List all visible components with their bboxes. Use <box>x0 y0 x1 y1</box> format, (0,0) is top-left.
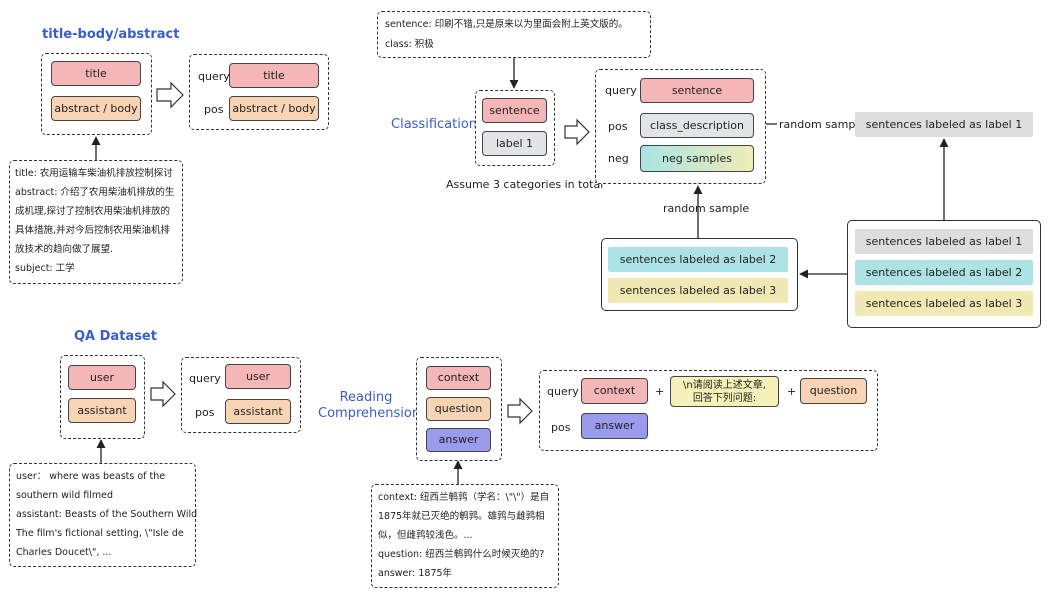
cls-neg-label: neg <box>608 152 629 165</box>
rc-example-line-1: context: 纽西兰鹌鹑（学名：\"\"）是自 <box>378 492 550 503</box>
tb-example-box <box>9 160 183 284</box>
qa-assistant-node: assistant <box>68 398 136 423</box>
tb-example-line-2: abstract: 介绍了农用柴油机排放的生 <box>15 187 175 198</box>
qa-pos-label: pos <box>195 406 215 419</box>
rc-query-label: query <box>547 385 579 398</box>
cls-example-box <box>377 11 651 58</box>
pool-label1-bar: sentences labeled as label 1 <box>855 229 1033 254</box>
rc-prompt-node: \n请阅读上述文章, 回答下列问题: <box>670 376 779 407</box>
rc-answer-node: answer <box>426 428 491 452</box>
rc-query-question-node: question <box>800 378 867 404</box>
tb-pos-abstract-node: abstract / body <box>229 96 319 121</box>
top-label1-bar: sentences labeled as label 1 <box>855 112 1033 137</box>
tb-example-line-4: 具体措施,并对今后控制农用柴油机排 <box>15 225 171 236</box>
tb-title-node: title <box>51 61 141 86</box>
rc-example-line-2: 1875年就已灭绝的鹌鹑。雄鹑与雌鹑相 <box>378 511 545 522</box>
rc-query-context-node: context <box>581 378 648 404</box>
cls-label1-node: label 1 <box>482 131 547 156</box>
qa-query-label: query <box>189 372 221 385</box>
block-arrow-rc <box>507 397 533 425</box>
qa-example-box <box>9 463 196 567</box>
rc-plus-1: + <box>655 385 665 398</box>
block-arrow-tb <box>156 81 184 109</box>
rc-pos-answer-node: answer <box>581 413 648 439</box>
tb-pos-label: pos <box>204 103 224 116</box>
tb-example-line-6: subject: 工学 <box>15 263 75 274</box>
pool-label3-bar: sentences labeled as label 3 <box>855 291 1033 316</box>
rc-plus-2: + <box>787 385 797 398</box>
pool-label2-bar: sentences labeled as label 2 <box>855 260 1033 285</box>
cls-example-line-1: sentence: 印刷不错,只是原来以为里面会附上英文版的。 <box>385 19 628 30</box>
qa-pos-assistant-node: assistant <box>225 399 291 424</box>
rc-pos-label: pos <box>551 421 571 434</box>
tb-query-title-node: title <box>229 63 319 88</box>
cls-query-label: query <box>605 84 637 97</box>
rc-prompt-line-1: \n请阅读上述文章, <box>683 379 766 391</box>
neg-pool-label3-bar: sentences labeled as label 3 <box>608 278 788 303</box>
tb-example-line-1: title: 农用运输车柴油机排放控制探讨 <box>15 168 173 179</box>
rc-question-node: question <box>426 397 491 421</box>
reading-heading-line-2: Comprehension <box>318 406 421 422</box>
rc-example-line-3: 似，但雌鹑较浅色。... <box>378 530 473 541</box>
tb-example-line-3: 成机理,探讨了控制农用柴油机排放的 <box>15 206 171 217</box>
classification-heading: Classification <box>391 117 478 132</box>
rc-example-line-4: question: 纽西兰鹌鹑什么时候灭绝的? <box>378 549 545 560</box>
tb-abstract-node: abstract / body <box>51 96 141 121</box>
qa-query-user-node: user <box>225 364 291 389</box>
cls-example-line-2: class: 积极 <box>385 39 434 50</box>
cls-neg-samples-node: neg samples <box>640 145 754 172</box>
qa-example-line-4: The film's fictional setting, \"Isle de <box>16 528 184 539</box>
reading-heading: Reading Comprehension <box>318 390 420 423</box>
rc-context-node: context <box>426 366 491 390</box>
reading-heading-line-1: Reading <box>339 390 393 405</box>
qa-example-line-1: user： where was beasts of the <box>16 471 166 482</box>
cls-sentence-node: sentence <box>482 98 547 123</box>
qa-example-line-3: assistant: Beasts of the Southern Wild <box>16 509 198 520</box>
title-body-heading: title-body/abstract <box>42 27 180 42</box>
tb-example-line-5: 放技术的趋向做了展望. <box>15 244 114 255</box>
block-arrow-qa <box>150 380 176 408</box>
qa-example-line-2: southern wild filmed <box>16 490 114 501</box>
cls-note: Assume 3 categories in total <box>446 178 604 191</box>
qa-heading: QA Dataset <box>74 329 157 344</box>
cls-pos-label: pos <box>608 120 628 133</box>
cls-query-sentence-node: sentence <box>640 78 754 103</box>
rc-prompt-line-2: 回答下列问题: <box>692 392 757 404</box>
cls-pos-class-node: class_description <box>640 113 754 138</box>
rc-example-line-5: answer: 1875年 <box>378 568 453 579</box>
tb-query-label: query <box>198 70 230 83</box>
block-arrow-cls <box>564 118 590 146</box>
random-sample-label-2: random sample <box>663 202 750 215</box>
random-sample-label-1: random sample <box>777 118 868 131</box>
qa-example-line-5: Charles Doucet\", ... <box>16 547 112 558</box>
neg-pool-label2-bar: sentences labeled as label 2 <box>608 247 788 272</box>
rc-example-box <box>371 484 559 588</box>
qa-user-node: user <box>68 365 136 390</box>
